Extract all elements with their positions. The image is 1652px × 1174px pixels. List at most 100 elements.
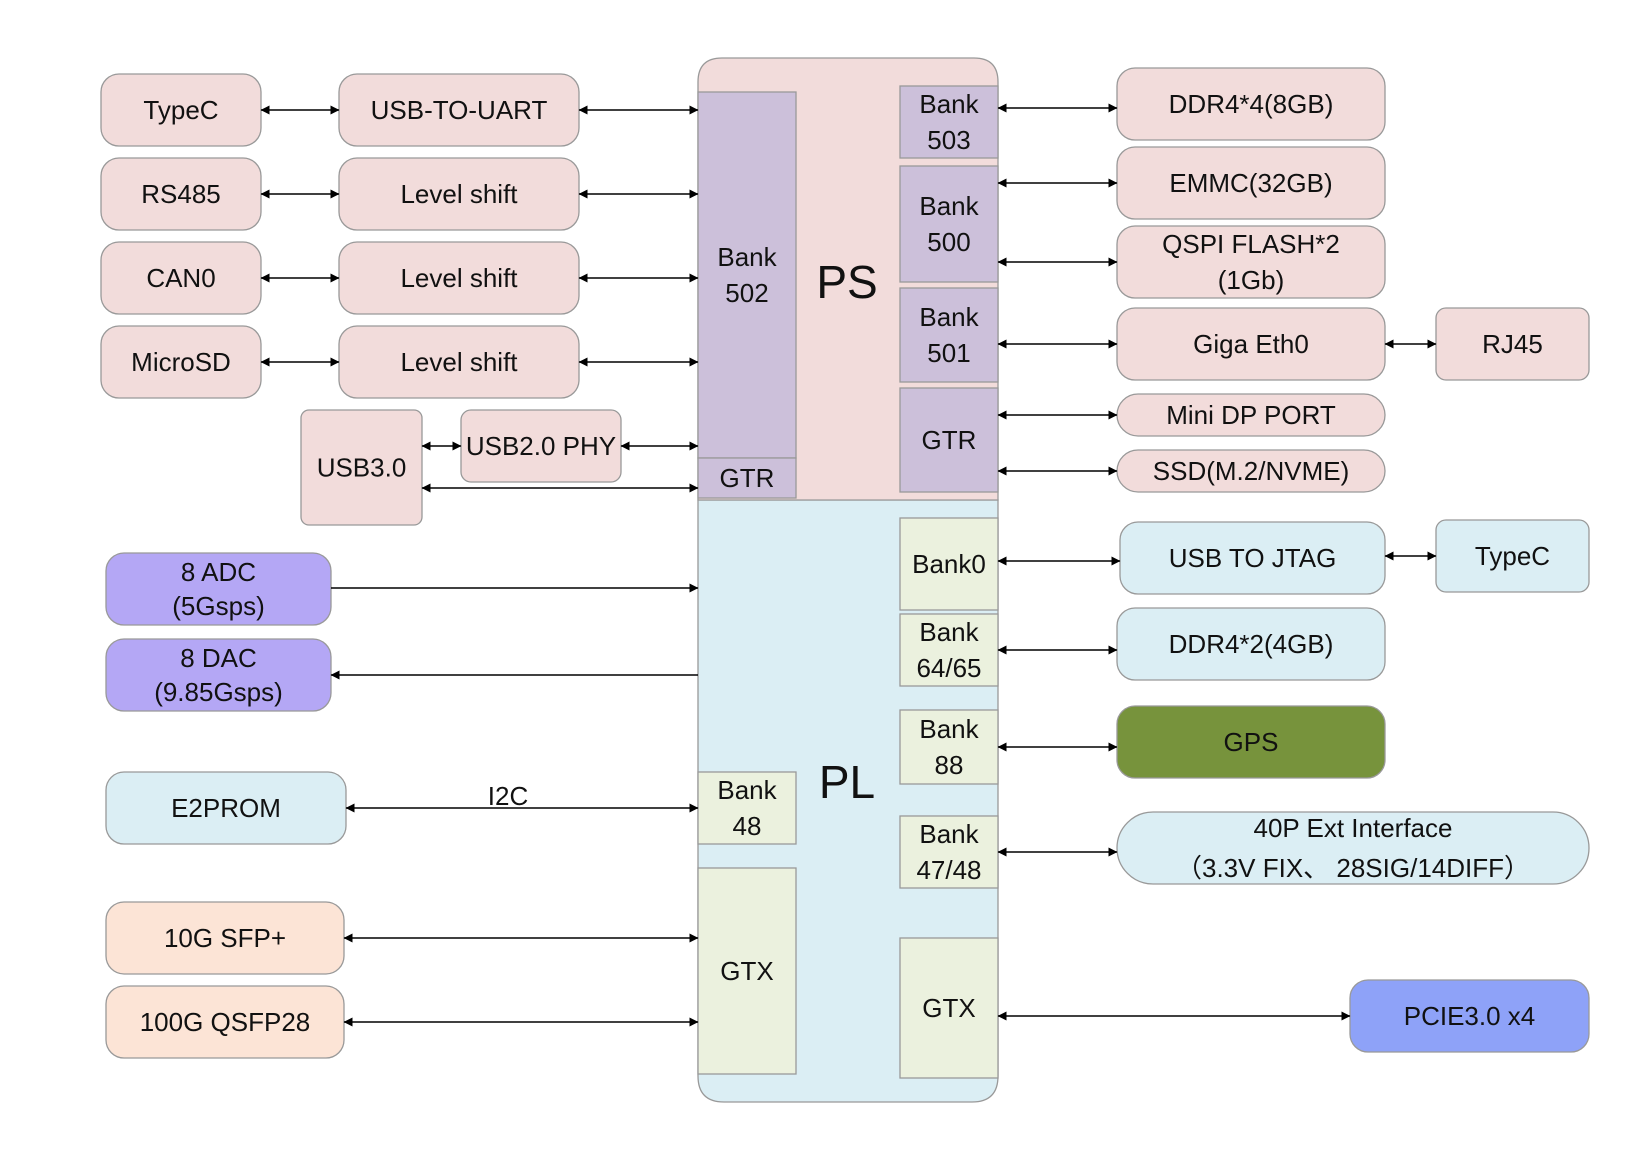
gtr-right-bank: GTR [899,387,999,493]
bank-48-label-line: Bank [717,775,777,805]
bank-47-48-label-line: Bank [919,819,979,849]
connection-lines [260,103,1437,1027]
bank-500-box [899,165,999,283]
ddr4-pl-block: DDR4*2(4GB) [1116,607,1386,681]
typec-jtag-block: TypeC [1435,519,1590,593]
usb-to-uart-block-label-line: USB-TO-UART [371,95,548,125]
i2c-bus-label: I2C [488,781,528,811]
level-shift-3-block: Level shift [338,325,580,399]
ext-40p-interface-block: 40P Ext Interface（3.3V FIX、 28SIG/14DIFF… [1116,811,1590,885]
ddr4-pl-block-box [1116,607,1386,681]
bank-502-label-line: 502 [725,278,768,308]
mini-dp-block-label-line: Mini DP PORT [1166,400,1336,430]
bank-88-label-line: 88 [935,750,964,780]
giga-eth0-block-label-line: Giga Eth0 [1193,329,1309,359]
bank-47-48-box [899,815,999,889]
mini-dp-block: Mini DP PORT [1116,393,1386,437]
e2prom-block: E2PROM [105,771,347,845]
bank-0-box [899,517,999,611]
level-shift-2-block-label-line: Level shift [400,263,518,293]
level-shift-3-block-label-line: Level shift [400,347,518,377]
bank-501-label-line: Bank [919,302,979,332]
bank-0: Bank0 [899,517,999,611]
bank-47-48-label-line: 47/48 [916,855,981,885]
qspi-flash-block-label-line: QSPI FLASH*2 [1162,229,1340,259]
adc-block: 8 ADC (5Gsps) [105,552,332,626]
ddr4-pl-block-label-line: DDR4*2(4GB) [1169,629,1334,659]
ext-40p-interface-block-label-line: （3.3V FIX、 28SIG/14DIFF） [1176,853,1530,883]
rj45-block: RJ45 [1435,307,1590,381]
bank-48-box [697,771,797,845]
usb30-block: USB3.0 [300,409,423,526]
bank-64-65-label-line: Bank [919,617,979,647]
usb30-block-box [300,409,423,526]
bank-500-label-line: Bank [919,191,979,221]
gtr-left-bank-label-line: GTR [720,463,775,493]
bank-502-box [697,91,797,459]
bank-88-label-line: Bank [919,714,979,744]
microsd-block-label-line: MicroSD [131,347,231,377]
e2prom-block-label-line: E2PROM [171,793,281,823]
rs485-block-label-line: RS485 [141,179,221,209]
qspi-flash-block-label-line: (1Gb) [1218,265,1284,295]
giga-eth0-block: Giga Eth0 [1116,307,1386,381]
bank-48-label-line: 48 [733,811,762,841]
gtx-right-bank-label-line: GTX [922,993,975,1023]
usb-to-jtag-block-label-line: USB TO JTAG [1169,543,1337,573]
usb-to-jtag-block: USB TO JTAG [1119,521,1386,595]
gtr-left-bank: GTR [697,457,797,499]
bank-88: Bank 88 [899,709,999,785]
usb30-block-label-line: USB3.0 [317,453,407,483]
pcie-block-label-line: PCIE3.0 x4 [1404,1001,1536,1031]
adc-block-label-line: (5Gsps) [172,591,264,621]
can0-block: CAN0 [100,241,262,315]
sfp-block-label-line: 10G SFP+ [164,923,286,953]
typec-jtag-block-label-line: TypeC [1475,541,1550,571]
bank-503: Bank 503 [899,85,999,159]
bank-503-label-line: Bank [919,89,979,119]
usb20-phy-block-label-line: USB2.0 PHY [466,431,616,461]
gps-block-box [1116,705,1386,779]
gtr-left-bank-box [697,457,797,499]
sfp-block: 10G SFP+ [105,901,345,975]
bank-500: Bank 500 [899,165,999,283]
rs485-block: RS485 [100,157,262,231]
pl-label: PL [819,756,875,808]
gtx-left-bank-box [697,867,797,1075]
level-shift-1-block-label-line: Level shift [400,179,518,209]
dac-block-label-line: (9.85Gsps) [154,677,283,707]
level-shift-1-block: Level shift [338,157,580,231]
ddr4-ps-block: DDR4*4(8GB) [1116,67,1386,141]
gtx-left-bank: GTX [697,867,797,1075]
ddr4-ps-block-label-line: DDR4*4(8GB) [1169,89,1334,119]
bank-500-label-line: 500 [927,227,970,257]
bank-0-label-line: Bank0 [912,549,986,579]
gtr-right-bank-label-line: GTR [922,425,977,455]
bank-501-box [899,287,999,383]
bank-47-48: Bank 47/48 [899,815,999,889]
chip-banks: Bank502GTRBank503Bank500Bank501GTRBank0B… [697,85,999,1079]
typec-uart-block-label-line: TypeC [143,95,218,125]
bank-503-label-line: 503 [927,125,970,155]
qsfp-block: 100G QSFP28 [105,985,345,1059]
dac-block-label-line: 8 DAC [180,643,257,673]
adc-block-label-line: 8 ADC [181,557,256,587]
usb-to-uart-block: USB-TO-UART [338,73,580,147]
typec-uart-block: TypeC [100,73,262,147]
gps-block-label-line: GPS [1224,727,1279,757]
gtx-right-bank-box [899,937,999,1079]
bank-88-box [899,709,999,785]
ssd-block: SSD(M.2/NVME) [1116,449,1386,493]
adc-block-box [105,552,332,626]
can0-block-label-line: CAN0 [146,263,215,293]
bank-48: Bank 48 [697,771,797,845]
gtx-right-bank: GTX [899,937,999,1079]
usb20-phy-block: USB2.0 PHY [460,409,622,483]
gtr-right-bank-box [899,387,999,493]
emmc-block: EMMC(32GB) [1116,146,1386,220]
rj45-block-label-line: RJ45 [1482,329,1543,359]
